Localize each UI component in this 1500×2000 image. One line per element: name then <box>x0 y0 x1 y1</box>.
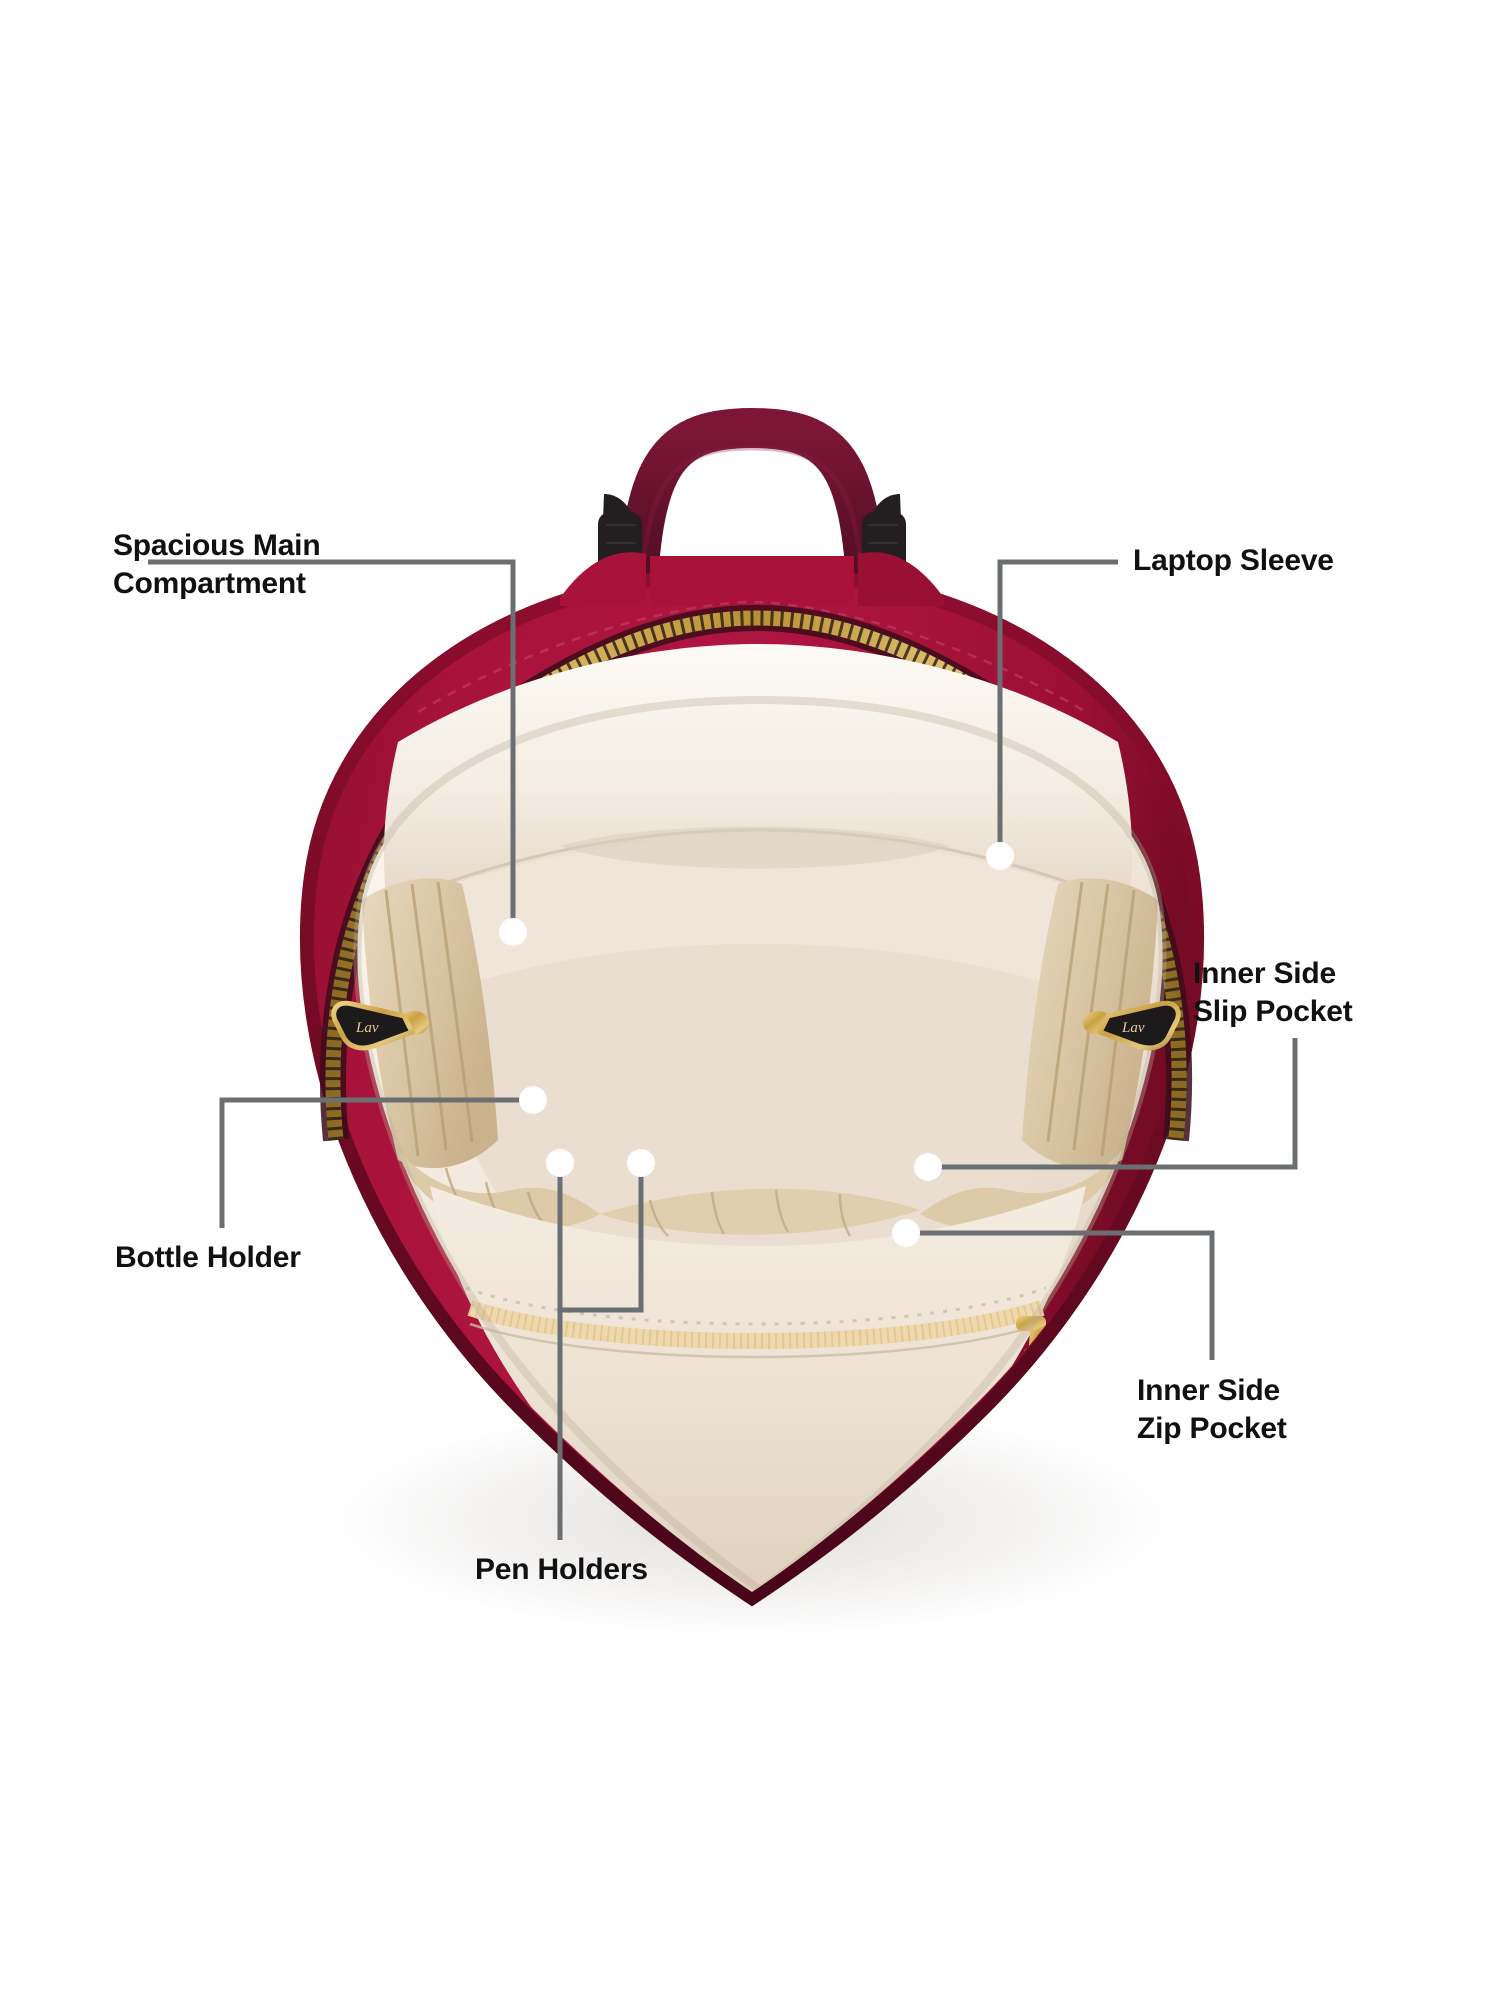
svg-text:Lav: Lav <box>355 1020 379 1036</box>
callout-label-laptop-sleeve: Laptop Sleeve <box>1133 544 1334 577</box>
callout-label-inner-side-slip-pocket: Inner Side Slip Pocket <box>1193 957 1353 1029</box>
zipper-pull-right: Lav <box>1083 1000 1181 1051</box>
callout-label-bottle-holder: Bottle Holder <box>115 1241 301 1274</box>
zipper-pull-left: Lav <box>331 1000 429 1051</box>
svg-text:Lav: Lav <box>1121 1020 1145 1036</box>
callout-label-spacious-main-compartment: Spacious Main Compartment <box>113 529 321 601</box>
callout-label-inner-side-zip-pocket: Inner Side Zip Pocket <box>1137 1374 1287 1446</box>
top-handle <box>616 407 888 680</box>
callout-label-pen-holders: Pen Holders <box>475 1553 648 1586</box>
